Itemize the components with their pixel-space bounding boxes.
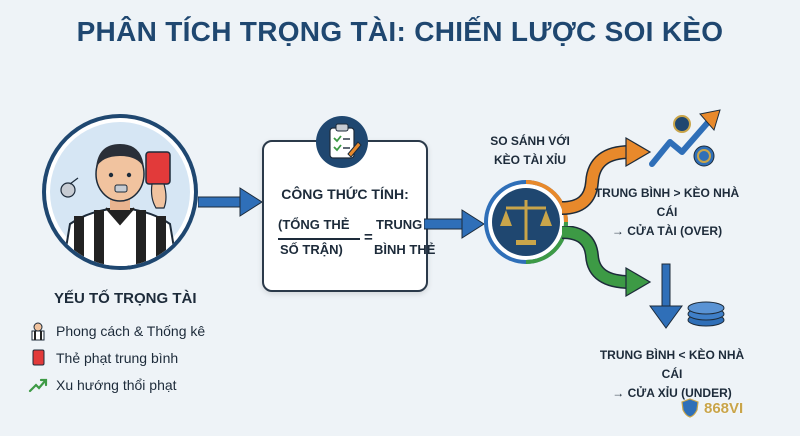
brand-shield-icon	[681, 398, 699, 418]
factor-item-style: Phong cách & Thống kê	[28, 321, 205, 341]
under-line2: → CỬA XỈU (UNDER)	[612, 386, 732, 400]
factor-text: Xu hướng thổi phạt	[56, 377, 177, 393]
over-rule: TRUNG BÌNH > KÈO NHÀ CÁI → CỬA TÀI (OVER…	[592, 184, 742, 241]
under-rule: TRUNG BÌNH < KÈO NHÀ CÁI → CỬA XỈU (UNDE…	[588, 346, 756, 403]
scale-icon	[484, 180, 568, 264]
fraction-line	[278, 238, 360, 240]
compare-line1: SO SÁNH VỚI	[490, 134, 570, 148]
referee-factor-label: YẾU TỐ TRỌNG TÀI	[54, 290, 197, 307]
over-line2: → CỬA TÀI (OVER)	[611, 224, 723, 238]
over-arrow	[561, 136, 652, 215]
brand-logo: 868VI	[680, 398, 743, 418]
factor-item-cards: Thẻ phạt trung bình	[28, 348, 178, 368]
referee-illustration	[42, 114, 198, 270]
brand-text: 868VI	[704, 399, 744, 417]
formula-numerator: (TỔNG THẺ	[278, 217, 350, 232]
under-arrow	[561, 226, 652, 298]
compare-line2: KÈO TÀI XỈU	[493, 153, 566, 167]
formula-title: CÔNG THỨC TÍNH:	[281, 186, 409, 202]
trend-arrow-icon	[28, 375, 48, 395]
factor-text: Thẻ phạt trung bình	[56, 350, 179, 366]
formula-denominator: SỐ TRẬN)	[280, 242, 343, 257]
over-line1: TRUNG BÌNH > KÈO NHÀ CÁI	[594, 186, 740, 219]
formula-result-line1: TRUNG	[376, 217, 423, 232]
formula-equals: =	[364, 229, 373, 246]
factor-item-trend: Xu hướng thổi phạt	[28, 375, 177, 395]
referee-stats-icon	[28, 321, 48, 341]
under-line1: TRUNG BÌNH < KÈO NHÀ CÁI	[599, 348, 745, 381]
formula-result-line2: BÌNH THẺ	[374, 242, 436, 257]
down-trend-icon	[649, 263, 725, 329]
factor-text: Phong cách & Thống kê	[56, 323, 206, 339]
clipboard-icon	[316, 116, 368, 168]
compare-label: SO SÁNH VỚI KÈO TÀI XỈU	[460, 132, 600, 170]
flow-arrow-1	[198, 187, 263, 217]
flow-arrow-2	[424, 209, 485, 239]
red-card-icon	[28, 348, 48, 368]
page-title: PHÂN TÍCH TRỌNG TÀI: CHIẾN LƯỢC SOI KÈO	[76, 16, 724, 47]
up-trend-icon	[649, 109, 721, 167]
